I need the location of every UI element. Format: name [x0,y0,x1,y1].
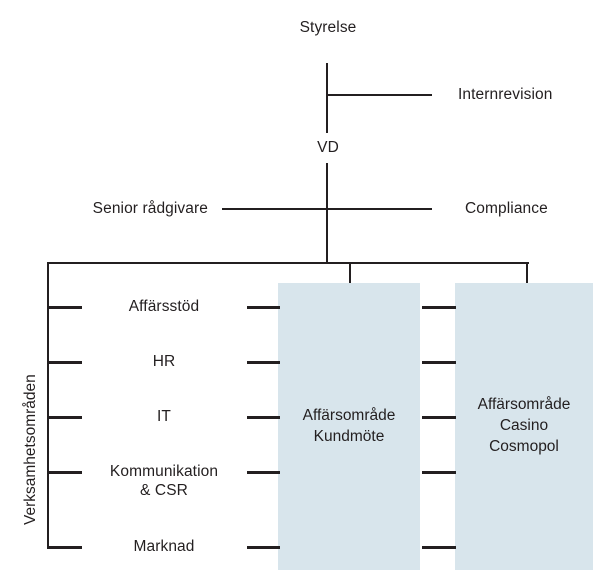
connector-to-business-area-1 [349,262,351,284]
tick-mid-marknad [247,546,280,549]
tick-left-affarsstod [47,306,82,309]
node-it: IT [157,408,171,425]
tick-right-hr [422,361,456,364]
tick-mid-hr [247,361,280,364]
distribution-bar [47,262,529,264]
business-area-box-kundmote: Affärsområde Kundmöte [278,283,420,570]
node-affarsstod: Affärsstöd [128,298,200,315]
node-senior-radgivare: Senior rådgivare [92,200,208,217]
node-kommunikation-csr: Kommunikation & CSR [109,463,219,500]
side-caption-verksamhetsomraden: Verksamhetsområden [22,374,39,525]
tick-left-hr [47,361,82,364]
tick-left-it [47,416,82,419]
tick-right-affarsstod [422,306,456,309]
tick-left-kommunikation [47,471,82,474]
connector-to-business-area-2 [526,262,528,284]
support-units-spine [47,262,49,549]
node-styrelse: Styrelse [299,19,357,36]
node-vd: VD [317,139,339,156]
business-area-label: Affärsområde Casino Cosmopol [477,396,571,455]
tick-mid-affarsstod [247,306,280,309]
tick-right-kommunikation [422,471,456,474]
tick-right-marknad [422,546,456,549]
connector-ceo-to-units [326,163,328,263]
tick-mid-kommunikation [247,471,280,474]
business-area-label: Affärsområde Kundmöte [302,406,396,445]
node-hr: HR [152,353,176,370]
tick-left-marknad [47,546,82,549]
tick-mid-it [247,416,280,419]
connector-board-to-ceo [326,63,328,133]
connector-advisor-compliance [222,208,432,210]
tick-right-it [422,416,456,419]
node-marknad: Marknad [133,538,195,555]
connector-ceo-to-internal-audit [326,94,432,96]
node-compliance: Compliance [465,200,548,217]
business-area-box-casino-cosmopol: Affärsområde Casino Cosmopol [455,283,593,570]
node-internrevision: Internrevision [458,86,553,103]
